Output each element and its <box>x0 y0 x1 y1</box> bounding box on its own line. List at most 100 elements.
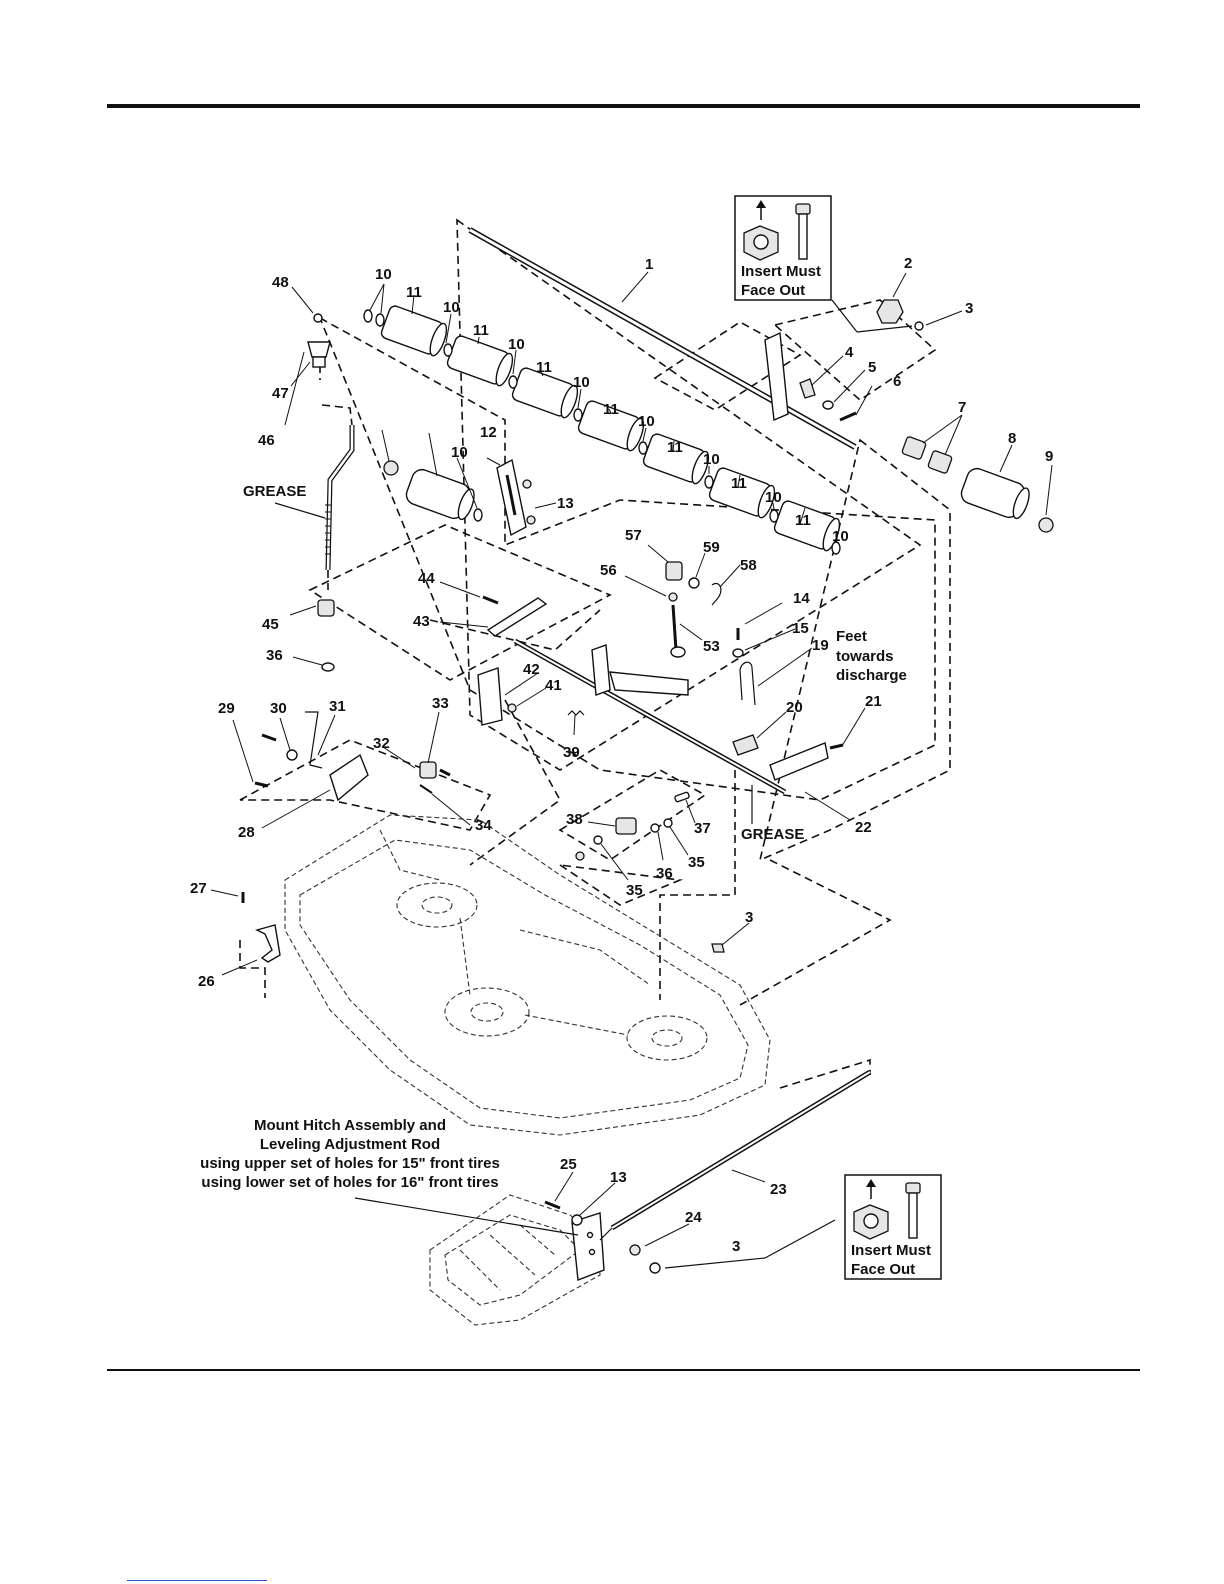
callout-24: 24 <box>685 1209 702 1226</box>
slotted-bracket <box>764 331 789 422</box>
washer <box>732 648 744 658</box>
feet-note-line2: towards <box>836 648 894 665</box>
callout-27: 27 <box>190 880 207 897</box>
spindle-center <box>444 987 530 1037</box>
nut <box>526 515 536 525</box>
insert-bottom-line2: Face Out <box>851 1261 915 1278</box>
roller-end-left <box>405 468 475 521</box>
spindle-right-hub <box>651 1029 683 1047</box>
hairpin <box>711 582 722 606</box>
callout-25: 25 <box>560 1156 577 1173</box>
hitch-outer <box>429 1194 601 1326</box>
bolt-icon <box>905 1182 921 1194</box>
nut-outline <box>773 299 937 402</box>
link-arm <box>486 597 548 637</box>
mount-note-line2: Leveling Adjustment Rod <box>260 1136 440 1153</box>
cap <box>383 460 399 476</box>
hitch-cross <box>459 1224 556 1291</box>
mount-note-line3: using upper set of holes for 15" front t… <box>200 1155 500 1172</box>
hitch-plate <box>571 1212 605 1281</box>
pivot-block <box>317 599 335 617</box>
axle-arm <box>591 644 611 696</box>
callout-11: 11 <box>603 401 619 418</box>
washer <box>822 400 834 410</box>
washer <box>769 509 779 523</box>
lock-nut <box>876 299 904 324</box>
roller <box>708 467 776 519</box>
callout-15: 15 <box>792 620 809 637</box>
knob-stem <box>312 356 326 368</box>
callout-58: 58 <box>740 557 757 574</box>
callout-10: 10 <box>508 336 525 353</box>
callout-53: 53 <box>703 638 720 655</box>
belt-a <box>459 917 471 996</box>
lift-bracket <box>329 753 369 802</box>
belt-b <box>524 1014 629 1036</box>
washer <box>443 343 453 357</box>
lock-nut <box>711 943 725 953</box>
roller-end-right <box>960 467 1030 520</box>
callout-59: 59 <box>703 539 720 556</box>
callout-43: 43 <box>413 613 430 630</box>
callout-numbers: 1 2 3 4 5 6 7 8 9 10 10 10 10 10 10 10 1… <box>190 255 1053 1255</box>
callout-4: 4 <box>845 344 854 361</box>
callout-3: 3 <box>732 1238 740 1255</box>
callout-22: 22 <box>855 819 872 836</box>
callout-11: 11 <box>536 359 552 376</box>
cap <box>1038 517 1054 533</box>
callout-21: 21 <box>865 693 882 710</box>
callout-11: 11 <box>731 475 747 492</box>
header-rule <box>107 104 1140 108</box>
roller <box>642 433 710 485</box>
bolt <box>544 1200 561 1210</box>
callout-12: 12 <box>480 424 497 441</box>
washer-outline <box>559 864 684 906</box>
footer-link-underline[interactable] <box>127 1580 267 1581</box>
callout-11: 11 <box>406 284 422 301</box>
grease-note-2: GREASE <box>741 826 804 843</box>
callout-41: 41 <box>545 677 562 694</box>
callout-10: 10 <box>375 266 392 283</box>
u-bolt <box>739 661 756 706</box>
rear-mount-outline <box>739 859 892 1006</box>
pin-31 <box>305 711 323 769</box>
callout-3: 3 <box>965 300 973 317</box>
insert-leader <box>831 299 858 333</box>
callout-48: 48 <box>272 274 289 291</box>
nut <box>668 592 678 602</box>
roller-rod-outline <box>456 218 922 771</box>
callout-8: 8 <box>1008 430 1016 447</box>
callout-46: 46 <box>258 432 275 449</box>
deck-rib <box>379 829 441 881</box>
leaders <box>210 271 1053 1247</box>
washer <box>508 375 518 389</box>
washer <box>286 749 298 761</box>
bracket-outline <box>653 321 802 411</box>
callout-45: 45 <box>262 616 279 633</box>
insert-top-line2: Face Out <box>741 282 805 299</box>
bolt <box>482 595 499 605</box>
callout-47: 47 <box>272 385 289 402</box>
notes: GREASE GREASE Feet towards discharge Mou… <box>200 483 907 1236</box>
insert-leader <box>664 1257 766 1269</box>
callout-14: 14 <box>793 590 810 607</box>
washer <box>321 662 335 672</box>
feet-note-line3: discharge <box>836 667 907 684</box>
drop-line-outline <box>659 770 736 1000</box>
nut <box>522 479 532 489</box>
washer <box>473 508 483 522</box>
washer <box>704 475 714 489</box>
bolt <box>254 781 269 788</box>
callout-36: 36 <box>656 865 673 882</box>
pivot-block <box>419 761 437 779</box>
insert-leader-2 <box>856 325 913 333</box>
hitch-hole <box>588 1248 596 1256</box>
callout-23: 23 <box>770 1181 787 1198</box>
knob <box>307 341 331 358</box>
knob-cap <box>313 313 323 323</box>
spacer <box>901 436 927 460</box>
bolt <box>839 411 857 422</box>
callout-36: 36 <box>266 647 283 664</box>
lift-bracket-outline <box>239 739 492 831</box>
